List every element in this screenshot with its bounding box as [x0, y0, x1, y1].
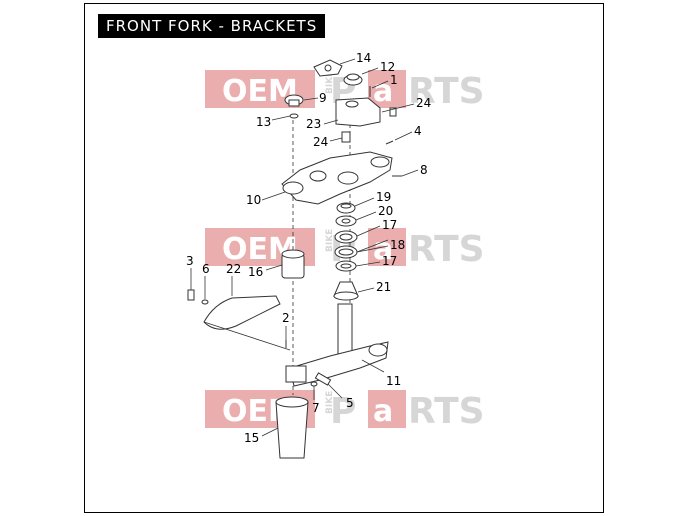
part-13-washer [289, 113, 299, 119]
part-12-nut [343, 73, 363, 86]
part-10-upper-triple-clamp [281, 151, 393, 205]
callout-18: 18 [390, 238, 405, 252]
part-5-bolt [314, 372, 332, 386]
part-17-bearing-upper [334, 230, 358, 244]
svg-text:RTS: RTS [408, 391, 485, 432]
callout-17-upper: 17 [382, 218, 397, 232]
part-17-bearing-lower [335, 260, 357, 272]
callout-8: 8 [420, 163, 428, 177]
callout-9: 9 [319, 91, 327, 105]
svg-text:BIKE: BIKE [325, 229, 335, 252]
callout-5: 5 [346, 396, 354, 410]
watermark-bottom: OEM BIKE P a RTS [205, 390, 485, 432]
part-11-lower-triple-clamp [285, 303, 389, 387]
svg-text:RTS: RTS [408, 229, 485, 270]
part-16-cover [281, 249, 305, 279]
part-20-washer [335, 215, 357, 227]
part-18-race [334, 245, 358, 259]
svg-text:OEM: OEM [222, 74, 298, 109]
svg-text:BIKE: BIKE [325, 71, 335, 94]
callout-10: 10 [246, 193, 261, 207]
callout-22: 22 [226, 262, 241, 276]
watermark-top: OEM BIKE P a RTS [205, 70, 485, 112]
svg-text:a: a [373, 232, 393, 267]
diagram-title: FRONT FORK - BRACKETS [98, 14, 326, 38]
part-15-fork-slider [275, 396, 309, 459]
svg-text:BIKE: BIKE [325, 391, 335, 414]
leader-lines [190, 58, 419, 437]
assembly-axis-lines [292, 110, 351, 395]
callout-15: 15 [244, 431, 259, 445]
part-24-screw-lower [341, 131, 351, 143]
part-9-cap [284, 94, 304, 107]
diagram-frame [84, 3, 604, 513]
part-24-screw-top [389, 107, 397, 117]
callout-16: 16 [248, 265, 263, 279]
callout-14: 14 [356, 51, 371, 65]
part-14-plate [313, 59, 343, 77]
part-3-bolt [187, 289, 195, 301]
part-6-washer [201, 299, 209, 305]
callout-24-lower: 24 [313, 135, 328, 149]
callout-24-top: 24 [416, 96, 431, 110]
callout-6: 6 [202, 262, 210, 276]
callout-1: 1 [390, 73, 398, 87]
svg-text:RTS: RTS [408, 71, 485, 112]
part-19-nut [336, 202, 356, 214]
svg-text:P: P [330, 391, 356, 432]
part-23-upper-bracket [335, 86, 381, 127]
callout-17-lower: 17 [382, 254, 397, 268]
part-22-nacelle [203, 295, 281, 330]
callout-19: 19 [376, 190, 391, 204]
callout-labels: 14 12 1 9 24 13 23 24 4 8 10 19 20 17 18… [186, 51, 431, 445]
svg-text:a: a [373, 74, 393, 109]
callout-23: 23 [306, 117, 321, 131]
part-21-seal [333, 281, 359, 301]
callout-11: 11 [386, 374, 401, 388]
callout-2: 2 [282, 311, 290, 325]
svg-text:a: a [373, 394, 393, 429]
callout-21: 21 [376, 280, 391, 294]
part-7-washer [310, 381, 318, 387]
callout-4: 4 [414, 124, 422, 138]
callout-12: 12 [380, 60, 395, 74]
part-4-screw [385, 140, 394, 145]
callout-13: 13 [256, 115, 271, 129]
callout-3: 3 [186, 254, 194, 268]
callout-20: 20 [378, 204, 393, 218]
callout-7: 7 [312, 401, 320, 415]
